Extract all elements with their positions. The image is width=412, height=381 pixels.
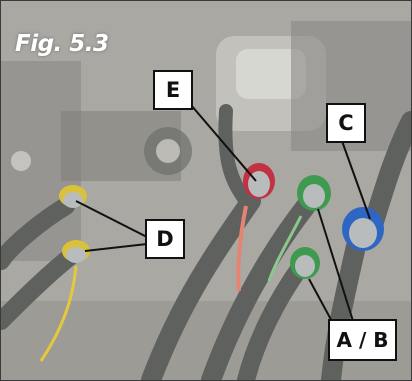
hoses xyxy=(1,104,411,380)
fitting-ab-lower xyxy=(290,247,320,279)
fitting-d-lower xyxy=(62,240,90,263)
fitting-e xyxy=(243,163,275,199)
fitting-c xyxy=(342,207,384,251)
fitting-d-upper xyxy=(59,185,87,208)
callout-label-d: D xyxy=(145,219,185,259)
callout-label-c: C xyxy=(326,103,366,143)
callout-label-ab: A / B xyxy=(328,319,397,361)
fitting-ab-upper xyxy=(297,175,331,211)
figure-caption: Fig. 5.3 xyxy=(15,31,109,57)
callout-label-e: E xyxy=(153,70,193,110)
